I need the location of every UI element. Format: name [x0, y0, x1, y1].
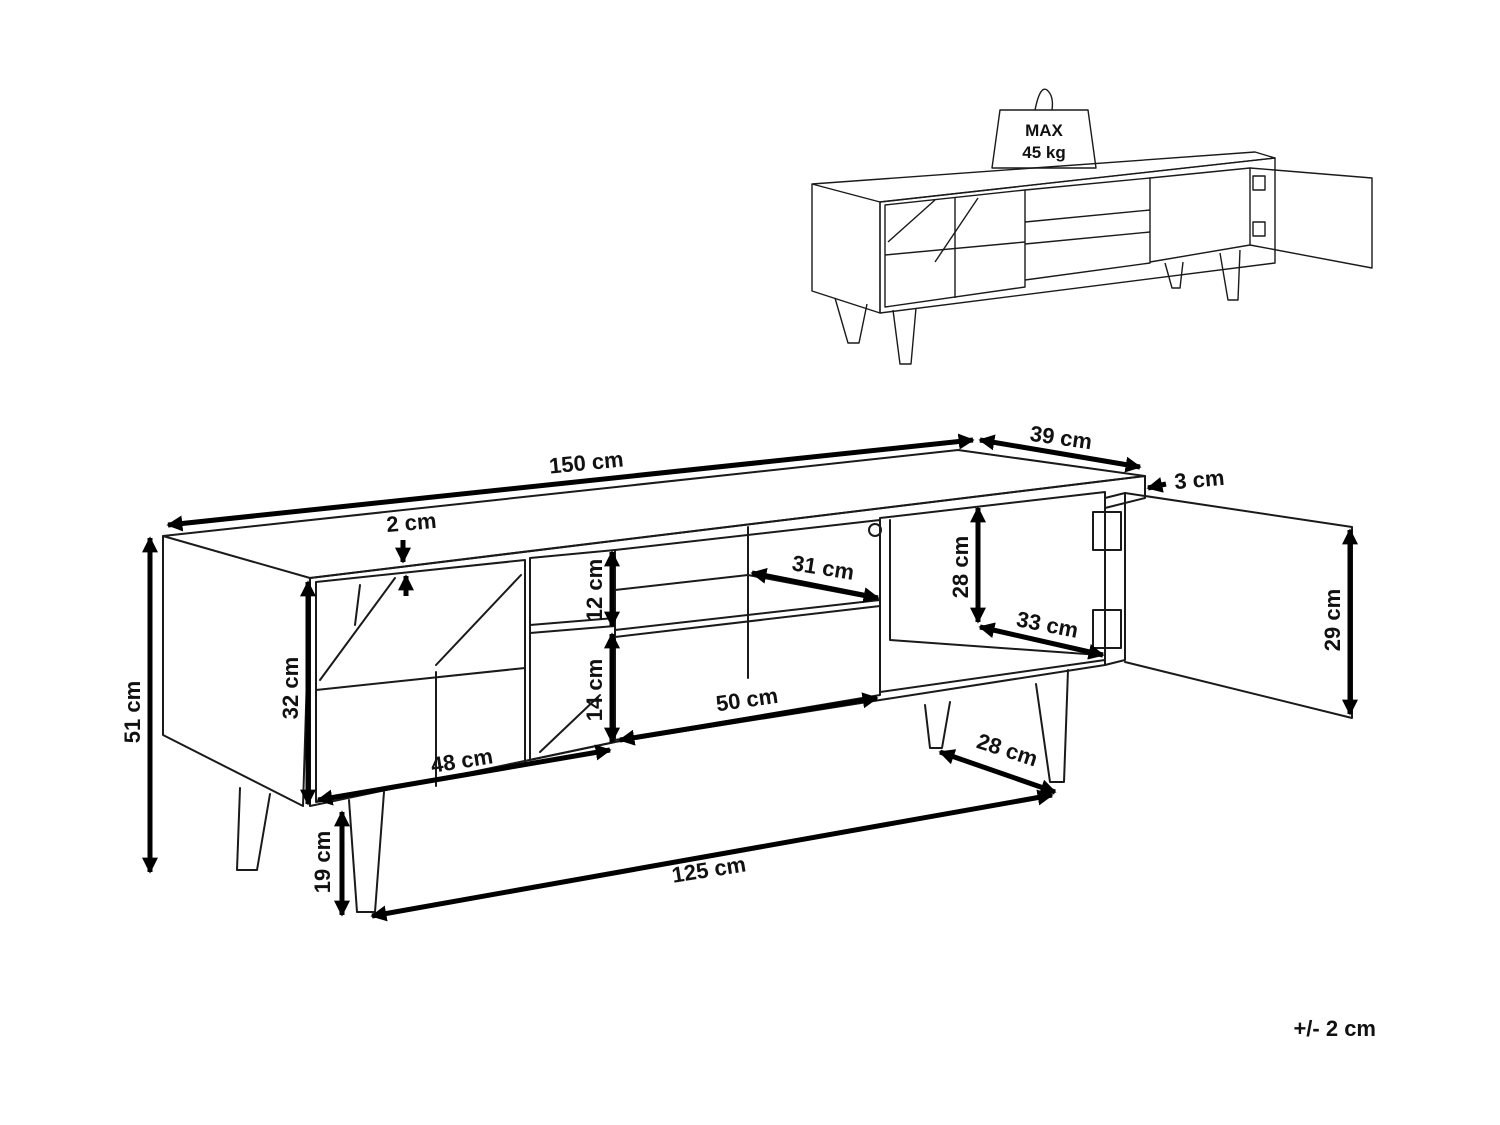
dim-line-leg-depth-spacing	[938, 749, 1057, 795]
label-lower-shelf-height: 14 cm	[582, 659, 607, 721]
weight-badge-line2: 45 kg	[1022, 143, 1065, 162]
dim-line-door-thickness	[1146, 477, 1167, 493]
weight-limit-badge: MAX 45 kg	[991, 88, 1097, 169]
dim-line-left-door-width	[316, 744, 612, 806]
label-inner-height-left: 32 cm	[278, 657, 303, 719]
dim-line-shelf-depth	[750, 567, 880, 604]
tolerance-note: +/- 2 cm	[1293, 1016, 1376, 1041]
label-middle-width: 50 cm	[714, 683, 779, 716]
label-drawer-height: 12 cm	[582, 559, 607, 621]
label-shelf-depth: 31 cm	[790, 550, 856, 584]
dim-line-right-compartment-depth	[978, 622, 1105, 660]
weight-badge-line1: MAX	[1025, 121, 1063, 140]
dim-line-total-width	[166, 433, 975, 532]
dim-line-depth	[978, 434, 1142, 473]
label-leg-width-spacing: 125 cm	[670, 851, 748, 887]
dim-line-middle-width	[618, 692, 879, 746]
label-leg-height: 19 cm	[310, 831, 335, 893]
dim-line-leg-width-spacing	[370, 789, 1054, 922]
label-door-thickness: 3 cm	[1173, 465, 1225, 494]
preview-cabinet	[811, 151, 1373, 365]
label-door-height: 29 cm	[1320, 589, 1345, 651]
label-inner-height-right: 28 cm	[948, 536, 973, 598]
label-total-width: 150 cm	[548, 447, 625, 479]
label-total-height: 51 cm	[120, 681, 145, 743]
label-top-thickness: 2 cm	[385, 508, 437, 537]
dimension-lines	[141, 433, 1359, 922]
